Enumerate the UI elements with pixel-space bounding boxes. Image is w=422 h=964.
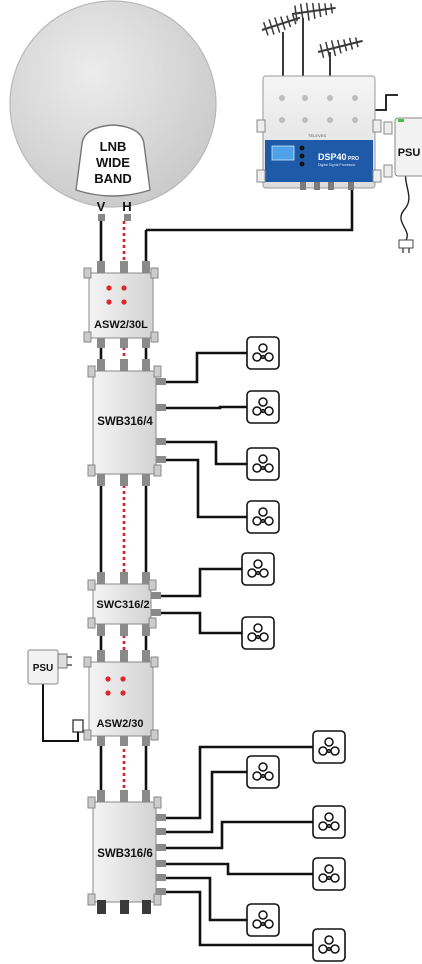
tv-outlet-icon [246, 336, 280, 370]
psu-left-label: PSU [33, 663, 54, 674]
headend-brand: TELEVES [308, 133, 326, 138]
power-plug-icon [398, 239, 414, 253]
headend-subtitle: Digital Signal Processor [318, 163, 356, 167]
asw2-30-label: ASW2/30 [96, 718, 143, 730]
tv-outlet-icon [241, 552, 275, 586]
tv-outlet-icon [246, 903, 280, 937]
f-connector-icon [72, 719, 84, 733]
headend-lcd [271, 145, 295, 161]
tv-outlet-icon [312, 730, 346, 764]
lnb-label-line-3: BAND [94, 171, 132, 186]
lnb-port-v-connector [98, 214, 105, 221]
psu-headend-label: PSU [398, 147, 421, 159]
swc316-2-multiswitch: SWC316/2 [87, 572, 161, 636]
tv-outlet-icon [246, 447, 280, 481]
tv-outlet-icon [246, 390, 280, 424]
headend-button [299, 153, 305, 159]
tv-outlet-icon [246, 755, 280, 789]
lnb-label-line-1: LNB [100, 139, 127, 154]
tv-outlets [241, 336, 346, 962]
tv-outlet-icon [246, 500, 280, 534]
lnb-port-v-label: V [97, 199, 106, 214]
swb316-4-label: SWB316/4 [97, 416, 153, 428]
swc316-2-label: SWC316/2 [96, 599, 149, 611]
swb316-6-multiswitch: SWB316/6 [87, 790, 166, 914]
dsp40-headend: DSP40 PRO Digital Signal Processor TELEV… [256, 75, 382, 190]
asw2-30l-amplifier: ASW2/30L [83, 261, 159, 348]
tv-outlet-icon [312, 928, 346, 962]
swb316-4-multiswitch: SWB316/4 [87, 359, 166, 486]
asw2-30l-label: ASW2/30L [94, 319, 148, 331]
cables [42, 94, 412, 947]
tv-outlet-icon [241, 616, 275, 650]
asw2-30-amplifier: ASW2/30 [72, 650, 159, 746]
swb316-6-label: SWB316/6 [97, 848, 153, 860]
psu-headend: PSU [383, 117, 422, 178]
lnb-port-h-label: H [122, 199, 131, 214]
tv-outlet-icon [312, 805, 346, 839]
lnb-port-h-connector [124, 214, 131, 221]
tv-outlet-icon [312, 857, 346, 891]
headend-model-suffix: PRO [348, 156, 359, 162]
lnb-wideband: LNB WIDE BAND V H [75, 124, 151, 221]
headend-button [299, 145, 305, 151]
psu-left: PSU [27, 649, 72, 685]
satellite-dish-icon [9, 0, 217, 208]
lnb-label-line-2: WIDE [96, 155, 130, 170]
headend-model: DSP40 [318, 152, 347, 162]
terrestrial-antenna-icon [261, 2, 363, 78]
headend-button [299, 161, 305, 167]
